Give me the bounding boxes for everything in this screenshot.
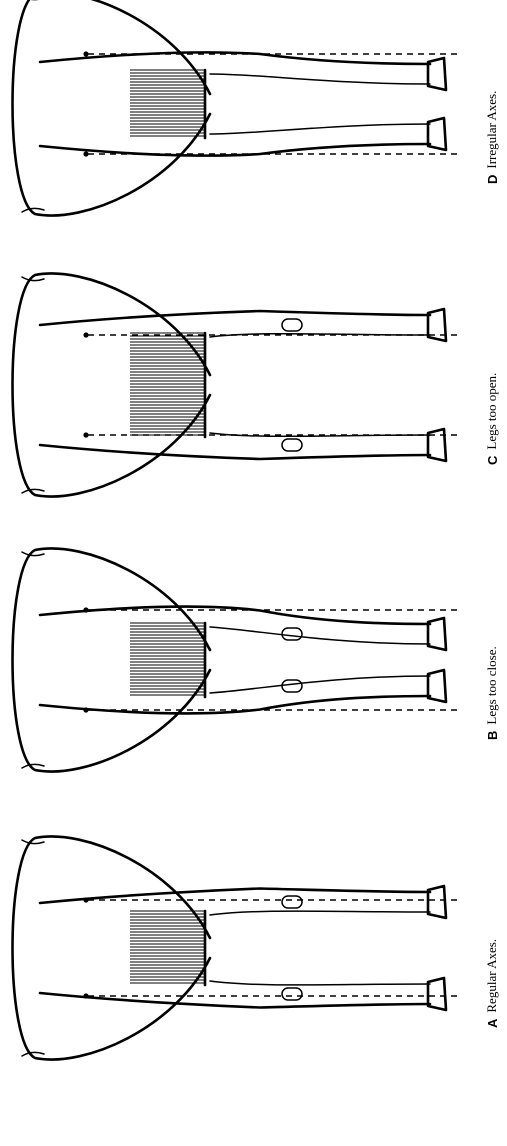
- horse-figure-c: [13, 273, 463, 496]
- hoof: [428, 886, 446, 918]
- rump-outline: [13, 836, 211, 1059]
- figure-letter: D: [485, 175, 500, 184]
- axis-origin-point: [83, 707, 88, 712]
- axis-origin-point: [83, 332, 88, 337]
- hind-leg: [40, 607, 462, 650]
- figure-caption-d: D Irregular Axes.: [482, 91, 502, 184]
- axis-origin-point: [83, 51, 88, 56]
- axis-origin-point: [83, 432, 88, 437]
- leg-inner-contour: [210, 981, 430, 985]
- rump-outline: [13, 273, 211, 496]
- axis-origin-point: [83, 607, 88, 612]
- hock: [282, 680, 302, 692]
- figure-caption-c: C Legs too open.: [482, 373, 502, 465]
- figure-caption-text: Irregular Axes.: [484, 91, 500, 169]
- figure-caption-a: A Regular Axes.: [482, 939, 502, 1028]
- axis-origin-point: [83, 993, 88, 998]
- hock: [282, 896, 302, 908]
- hock: [282, 628, 302, 640]
- leg-inner-contour: [210, 74, 430, 84]
- leg-outer-contour: [40, 889, 430, 904]
- figure-letter: C: [485, 456, 500, 465]
- hind-leg: [40, 309, 462, 341]
- hoof: [428, 429, 446, 461]
- figure-caption-text: Legs too open.: [484, 373, 500, 450]
- leg-outer-contour: [40, 607, 430, 624]
- leg-inner-contour: [210, 911, 430, 915]
- hoof: [428, 58, 446, 90]
- figure-letter: A: [485, 1019, 500, 1028]
- leg-inner-contour: [210, 627, 430, 644]
- hoof: [428, 118, 446, 150]
- leg-outer-contour: [40, 696, 430, 713]
- hind-leg: [40, 51, 462, 90]
- hind-leg: [40, 670, 462, 713]
- hind-leg: [40, 978, 462, 1010]
- hoof: [428, 309, 446, 341]
- leg-outer-contour: [40, 445, 430, 459]
- hind-leg: [40, 886, 462, 918]
- hock: [282, 319, 302, 331]
- figure-caption-text: Legs too close.: [484, 646, 500, 724]
- figure-caption-text: Regular Axes.: [484, 939, 500, 1013]
- rump-outline: [13, 548, 211, 771]
- axis-origin-point: [83, 897, 88, 902]
- horse-figure-a: [13, 836, 463, 1059]
- horse-figure-d: [13, 0, 463, 216]
- horse-figure-b: [13, 548, 463, 771]
- figure-caption-b: B Legs too close.: [482, 646, 502, 740]
- hoof: [428, 978, 446, 1010]
- hoof: [428, 670, 446, 702]
- hock: [282, 988, 302, 1000]
- leg-outer-contour: [40, 311, 430, 325]
- leg-inner-contour: [210, 676, 430, 693]
- leg-inner-contour: [210, 124, 430, 134]
- axis-origin-point: [83, 151, 88, 156]
- hoof: [428, 618, 446, 650]
- figure-letter: B: [485, 731, 500, 740]
- hind-leg: [40, 118, 462, 157]
- hind-leg: [40, 429, 462, 461]
- rump-outline: [13, 0, 211, 216]
- leg-outer-contour: [40, 993, 430, 1008]
- hock: [282, 439, 302, 451]
